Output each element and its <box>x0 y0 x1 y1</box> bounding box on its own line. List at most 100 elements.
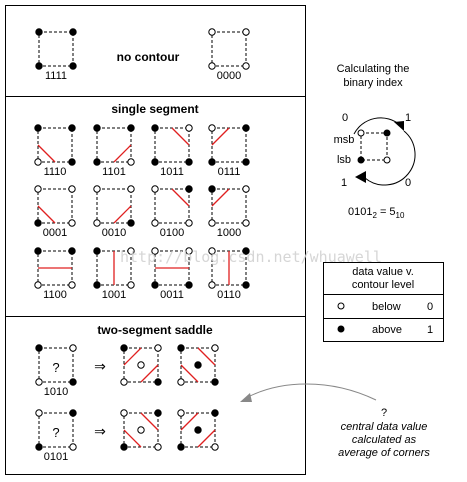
legend-title: contour level <box>352 279 414 291</box>
corner-dot <box>357 129 365 137</box>
case-code: 0110 <box>217 289 241 301</box>
cell-case <box>120 344 162 386</box>
open-circle-icon <box>185 124 193 132</box>
cell-frame <box>96 188 132 224</box>
corner-bit-top-right: 1 <box>405 112 411 124</box>
corner-bit-bottom-left: 1 <box>341 177 347 189</box>
legend-value-above: 1 <box>427 324 433 336</box>
filled-circle-icon <box>93 281 101 289</box>
filled-circle-icon <box>34 247 42 255</box>
filled-circle-icon <box>68 158 76 166</box>
case-code: 0100 <box>160 227 184 239</box>
cell-frame <box>37 127 73 163</box>
open-circle-icon <box>185 247 193 255</box>
open-circle-icon <box>93 185 101 193</box>
open-circle-icon <box>177 378 185 386</box>
center-dot <box>194 426 202 434</box>
contour-segment <box>171 188 190 207</box>
filled-circle-icon <box>93 124 101 132</box>
legend-value-below: 0 <box>427 301 433 313</box>
case-code: 0101 <box>44 451 68 463</box>
filled-circle-icon <box>151 124 159 132</box>
center-dot <box>194 361 202 369</box>
open-circle-icon <box>151 219 159 227</box>
cases-panel <box>5 5 306 475</box>
open-circle-icon <box>34 158 42 166</box>
contour-segment <box>37 205 56 224</box>
open-circle-icon <box>127 158 135 166</box>
filled-circle-icon <box>120 344 128 352</box>
saddle-question-mark: ? <box>52 360 59 375</box>
note-line: central data value <box>341 421 428 433</box>
filled-circle-icon <box>242 247 250 255</box>
open-circle-icon <box>35 378 43 386</box>
binary-index-title: Calculating the <box>337 63 410 75</box>
cell-0011: 0011 <box>151 247 193 301</box>
open-circle-icon <box>69 443 77 451</box>
cell-0101: 0101 <box>35 409 77 463</box>
cell-frame <box>37 188 73 224</box>
legend: data value v. contour level below 0 abov… <box>323 262 444 342</box>
filled-circle-icon <box>185 281 193 289</box>
filled-circle-icon <box>69 28 77 36</box>
filled-circle-icon <box>34 124 42 132</box>
contour-segment <box>140 364 159 383</box>
filled-circle-icon <box>127 124 135 132</box>
open-circle-icon <box>127 281 135 289</box>
case-code: 1000 <box>217 227 241 239</box>
cell-1001: 1001 <box>93 247 135 301</box>
case-code: 0001 <box>43 227 67 239</box>
cell-case <box>120 409 162 451</box>
cell-1110: 1110 <box>34 124 76 178</box>
center-dot <box>137 426 145 434</box>
filled-circle-icon <box>35 344 43 352</box>
msb-label: msb <box>334 134 355 146</box>
saddle-title: two-segment saddle <box>97 323 213 337</box>
single-segment-title: single segment <box>111 102 198 116</box>
lsb-label: lsb <box>337 154 351 166</box>
open-circle-icon <box>208 28 216 36</box>
open-circle-icon <box>211 443 219 451</box>
contour-segment <box>113 205 132 224</box>
open-circle-icon <box>151 247 159 255</box>
filled-circle-icon <box>154 409 162 417</box>
circular-arrow <box>353 117 416 186</box>
filled-circle-icon <box>208 158 216 166</box>
open-circle-icon <box>208 219 216 227</box>
open-circle-icon <box>242 219 250 227</box>
cell-0110: 0110 <box>208 247 250 301</box>
legend-label-above: above <box>372 324 402 336</box>
contour-segment <box>211 188 230 207</box>
case-code: 1110 <box>44 166 67 178</box>
contour-segment <box>140 412 159 431</box>
note-line: calculated as <box>352 434 417 446</box>
open-circle-icon <box>69 344 77 352</box>
cell-frame <box>38 412 74 448</box>
cell-1000: 1000 <box>208 185 250 239</box>
filled-circle-icon <box>69 62 77 70</box>
open-circle-icon <box>120 409 128 417</box>
case-code: 1011 <box>160 166 184 178</box>
contour-segment <box>171 127 190 146</box>
arrowhead <box>394 121 404 131</box>
filled-circle-icon <box>127 219 135 227</box>
binary-example: 01012=510 <box>348 206 405 220</box>
cell-frame <box>211 31 247 67</box>
contour-segment <box>123 347 142 366</box>
open-circle-icon <box>34 185 42 193</box>
contour-segment <box>211 127 230 146</box>
cell-0000: 0000 <box>208 28 250 82</box>
cell-frame <box>154 127 190 163</box>
filled-circle-icon <box>120 443 128 451</box>
contour-segment <box>37 144 56 163</box>
cell-0111: 0111 <box>208 124 250 178</box>
cell-frame <box>38 347 74 383</box>
cell-frame <box>96 127 132 163</box>
corner-bit-bottom-right: 0 <box>405 177 411 189</box>
filled-circle-icon <box>93 247 101 255</box>
filled-circle-icon <box>69 409 77 417</box>
filled-circle-icon <box>177 344 185 352</box>
open-circle-icon <box>127 185 135 193</box>
